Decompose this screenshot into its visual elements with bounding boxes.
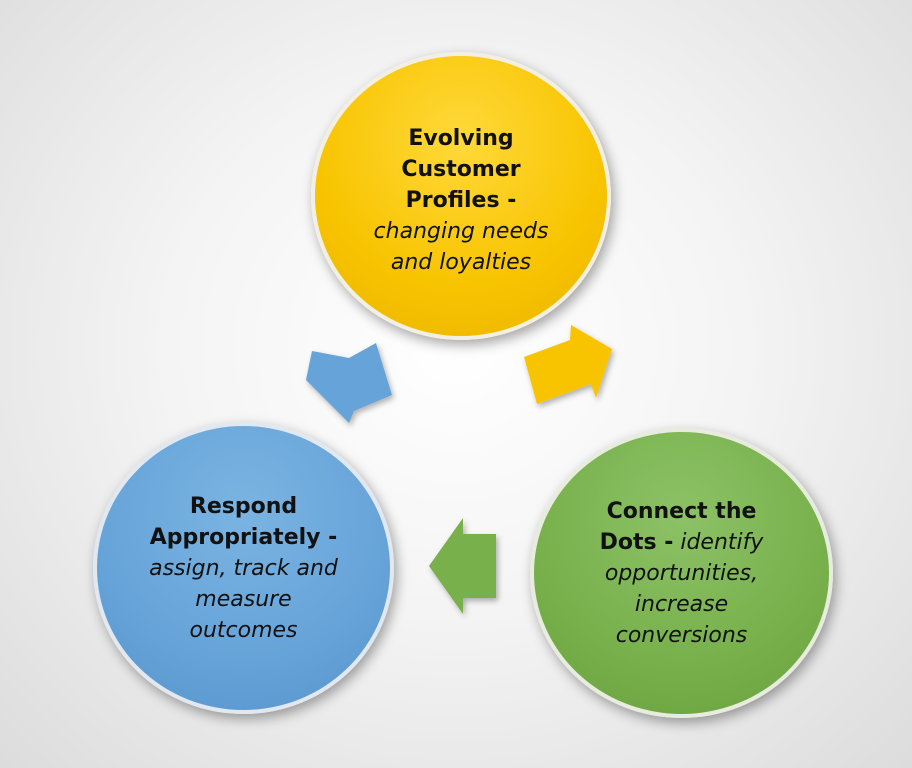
node-subtitle: identify opportunities, increase convers… — [604, 529, 764, 648]
arrow-respond-to-profiles-icon — [306, 343, 392, 423]
node-connect-the-dots: Connect the Dots - identify opportunitie… — [530, 428, 833, 718]
arrow-dots-to-respond-icon — [429, 518, 496, 614]
node-evolving-customer-profiles: Evolving Customer Profiles - changing ne… — [311, 52, 611, 340]
node-subtitle: changing needs and loyalties — [373, 218, 549, 275]
node-title: Evolving Customer Profiles - — [401, 125, 521, 213]
node-subtitle: assign, track and measure outcomes — [149, 555, 338, 643]
node-title: Connect the Dots - — [599, 498, 757, 555]
arrow-profiles-to-dots-icon — [524, 325, 612, 404]
node-respond-appropriately: Respond Appropriately - assign, track an… — [93, 422, 394, 714]
node-title: Respond Appropriately - — [149, 493, 338, 550]
